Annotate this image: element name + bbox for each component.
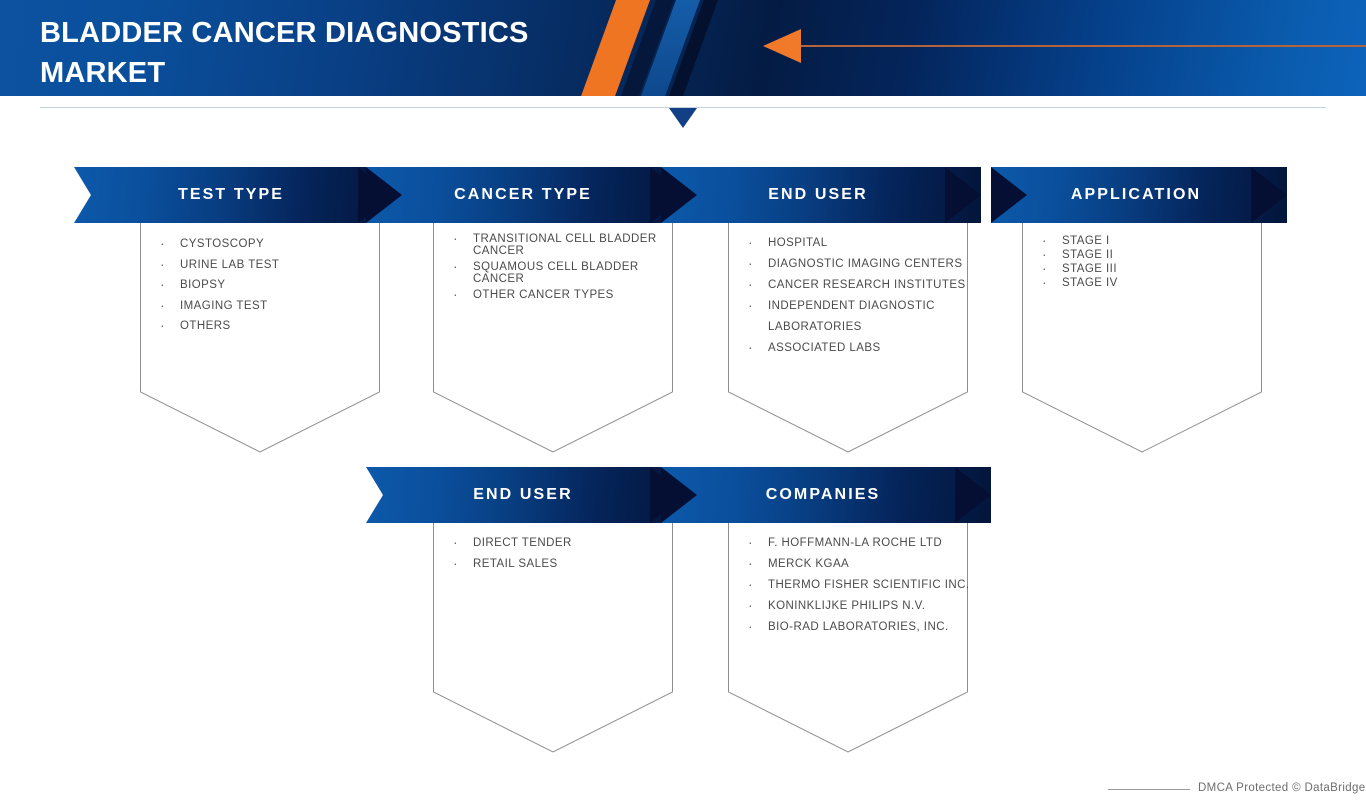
banner-label: END USER [473, 486, 573, 503]
card-list: TRANSITIONAL CELL BLADDER CANCER SQUAMOU… [445, 232, 673, 305]
banner-label: COMPANIES [765, 486, 881, 503]
list-item: DIAGNOSTIC IMAGING CENTERS [740, 253, 972, 275]
list-item: CANCER RESEARCH INSTITUTES [740, 274, 972, 296]
banner-background [991, 167, 1287, 223]
list-item: STAGE IV [1034, 275, 1262, 290]
footer-copyright: DMCA Protected © DataBridge [1198, 782, 1366, 794]
card-shield-body [433, 467, 673, 691]
banner-label: END USER [768, 186, 868, 203]
list-item: TRANSITIONAL CELL BLADDER CANCER [445, 232, 673, 257]
list-item: URINE LAB TEST [152, 254, 380, 276]
list-item: MERCK KGAA [740, 553, 976, 575]
card-shield-foot [728, 691, 968, 753]
segment-banner-cancer-type[interactable]: CANCER TYPE [366, 167, 686, 223]
list-item: STAGE III [1034, 261, 1262, 276]
down-triangle-icon [669, 108, 697, 128]
banner-background [661, 467, 991, 523]
card-shield-foot [433, 691, 673, 753]
card-shield-foot [433, 391, 673, 453]
segment-banner-end-user[interactable]: END USER [661, 167, 981, 223]
card-list: STAGE I STAGE II STAGE III STAGE IV [1034, 233, 1262, 290]
card-shield-foot [728, 391, 968, 453]
list-item: OTHERS [152, 315, 380, 337]
segment-banner-end-user-2[interactable]: END USER [366, 467, 686, 523]
card-shield-foot [1022, 391, 1262, 453]
list-item: INDEPENDENT DIAGNOSTIC LABORATORIES [740, 295, 972, 338]
card-list: HOSPITAL DIAGNOSTIC IMAGING CENTERS CANC… [740, 232, 972, 359]
footer-divider [1108, 789, 1190, 790]
list-item: STAGE I [1034, 233, 1262, 248]
header-left-arrow-icon [763, 29, 801, 63]
list-item: STAGE II [1034, 247, 1262, 262]
card-list: CYSTOSCOPY URINE LAB TEST BIOPSY IMAGING… [152, 233, 380, 337]
list-item: DIRECT TENDER [445, 532, 673, 554]
header-arrow-line [800, 45, 1366, 47]
list-item: RETAIL SALES [445, 553, 673, 575]
banner-background [366, 167, 686, 223]
segment-banner-test-type[interactable]: TEST TYPE [74, 167, 394, 223]
card-shield [433, 467, 673, 753]
page-title: BLADDER CANCER DIAGNOSTICS MARKET [40, 17, 529, 90]
segment-banner-companies[interactable]: COMPANIES [661, 467, 991, 523]
banner-label: APPLICATION [1070, 186, 1202, 203]
page-header: BLADDER CANCER DIAGNOSTICS MARKET [0, 0, 1366, 96]
list-item: KONINKLIJKE PHILIPS N.V. [740, 595, 976, 617]
card-list: DIRECT TENDER RETAIL SALES [445, 532, 673, 575]
list-item: F. HOFFMANN-LA ROCHE LTD [740, 532, 976, 554]
list-item: IMAGING TEST [152, 295, 380, 317]
list-item: THERMO FISHER SCIENTIFIC INC. [740, 574, 976, 596]
list-item: ASSOCIATED LABS [740, 337, 972, 359]
card-list: F. HOFFMANN-LA ROCHE LTD MERCK KGAA THER… [740, 532, 976, 638]
list-item: BIOPSY [152, 274, 380, 296]
list-item: BIO-RAD LABORATORIES, INC. [740, 616, 976, 638]
segment-banner-application[interactable]: APPLICATION [991, 167, 1287, 223]
list-item: CYSTOSCOPY [152, 233, 380, 255]
banner-label: TEST TYPE [177, 186, 285, 203]
banner-label: CANCER TYPE [454, 186, 592, 203]
banner-background [74, 167, 394, 223]
banner-background [661, 167, 981, 223]
header-divider [40, 107, 1326, 108]
banner-background [366, 467, 686, 523]
list-item: HOSPITAL [740, 232, 972, 254]
list-item: OTHER CANCER TYPES [445, 288, 673, 301]
card-shield-foot [140, 391, 380, 453]
list-item: SQUAMOUS CELL BLADDER CANCER [445, 260, 673, 285]
